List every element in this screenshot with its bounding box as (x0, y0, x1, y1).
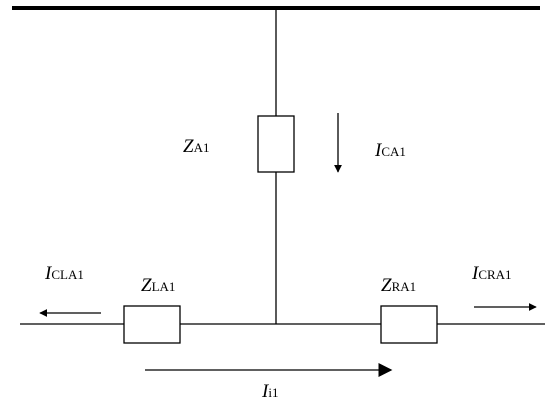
label-i-i1: Ii1 (261, 381, 278, 402)
impedance-zla1-box (123, 305, 181, 344)
impedance-zra1-box (380, 305, 438, 344)
label-z-ra1: ZRA1 (381, 275, 416, 296)
label-i-ca1: ICA1 (374, 140, 406, 161)
impedance-za1-box (257, 115, 295, 173)
label-z-a1: ZA1 (183, 136, 209, 157)
label-z-la1: ZLA1 (141, 275, 175, 296)
label-i-cla1: ICLA1 (44, 263, 84, 284)
label-i-cra1: ICRA1 (471, 263, 512, 284)
